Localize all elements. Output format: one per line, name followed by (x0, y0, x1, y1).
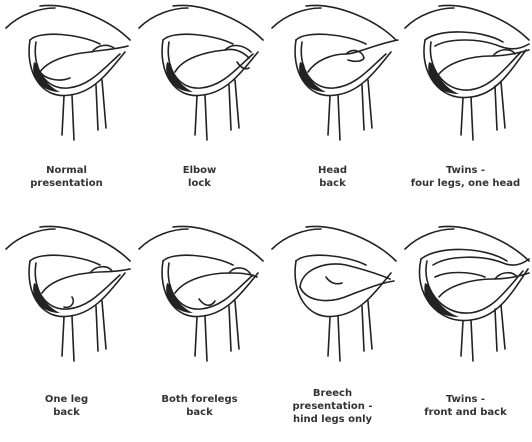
caption-line: Twins - (399, 164, 532, 177)
breech-presentation-illustration (266, 221, 399, 371)
caption-elbow-lock: Elbow lock (133, 164, 266, 190)
normal-presentation-illustration (0, 0, 133, 150)
panel-normal-presentation: Normal presentation (0, 0, 133, 221)
caption-line: Normal (0, 164, 133, 177)
both-forelegs-back-illustration (133, 221, 266, 371)
caption-line: presentation - (266, 400, 399, 413)
panel-elbow-lock: Elbow lock (133, 0, 266, 221)
caption-normal-presentation: Normal presentation (0, 164, 133, 190)
caption-line: hind legs only (266, 413, 399, 426)
caption-line: Elbow (133, 164, 266, 177)
panel-head-back: Head back (266, 0, 399, 221)
caption-line: One leg (0, 393, 133, 406)
twins-front-and-back-illustration (399, 221, 532, 371)
panel-breech-presentation: Breech presentation - hind legs only (266, 221, 399, 442)
caption-head-back: Head back (266, 164, 399, 190)
panel-twins-front-and-back: Twins - front and back (399, 221, 532, 442)
caption-twins-front-and-back: Twins - front and back (399, 393, 532, 419)
caption-line: Twins - (399, 393, 532, 406)
caption-line: lock (133, 177, 266, 190)
caption-both-forelegs-back: Both forelegs back (133, 393, 266, 419)
caption-line: Head (266, 164, 399, 177)
caption-line: Both forelegs (133, 393, 266, 406)
caption-twins-four-legs: Twins - four legs, one head (399, 164, 532, 190)
caption-line: back (133, 406, 266, 419)
caption-line: presentation (0, 177, 133, 190)
panel-twins-four-legs-one-head: Twins - four legs, one head (399, 0, 532, 221)
caption-one-leg-back: One leg back (0, 393, 133, 419)
caption-line: back (266, 177, 399, 190)
elbow-lock-illustration (133, 0, 266, 150)
caption-line: front and back (399, 406, 532, 419)
head-back-illustration (266, 0, 399, 150)
panel-both-forelegs-back: Both forelegs back (133, 221, 266, 442)
one-leg-back-illustration (0, 221, 133, 371)
caption-line: Breech (266, 387, 399, 400)
twins-four-legs-illustration (399, 0, 532, 150)
panel-one-leg-back: One leg back (0, 221, 133, 442)
caption-breech-presentation: Breech presentation - hind legs only (266, 387, 399, 426)
caption-line: four legs, one head (399, 177, 532, 190)
caption-line: back (0, 406, 133, 419)
